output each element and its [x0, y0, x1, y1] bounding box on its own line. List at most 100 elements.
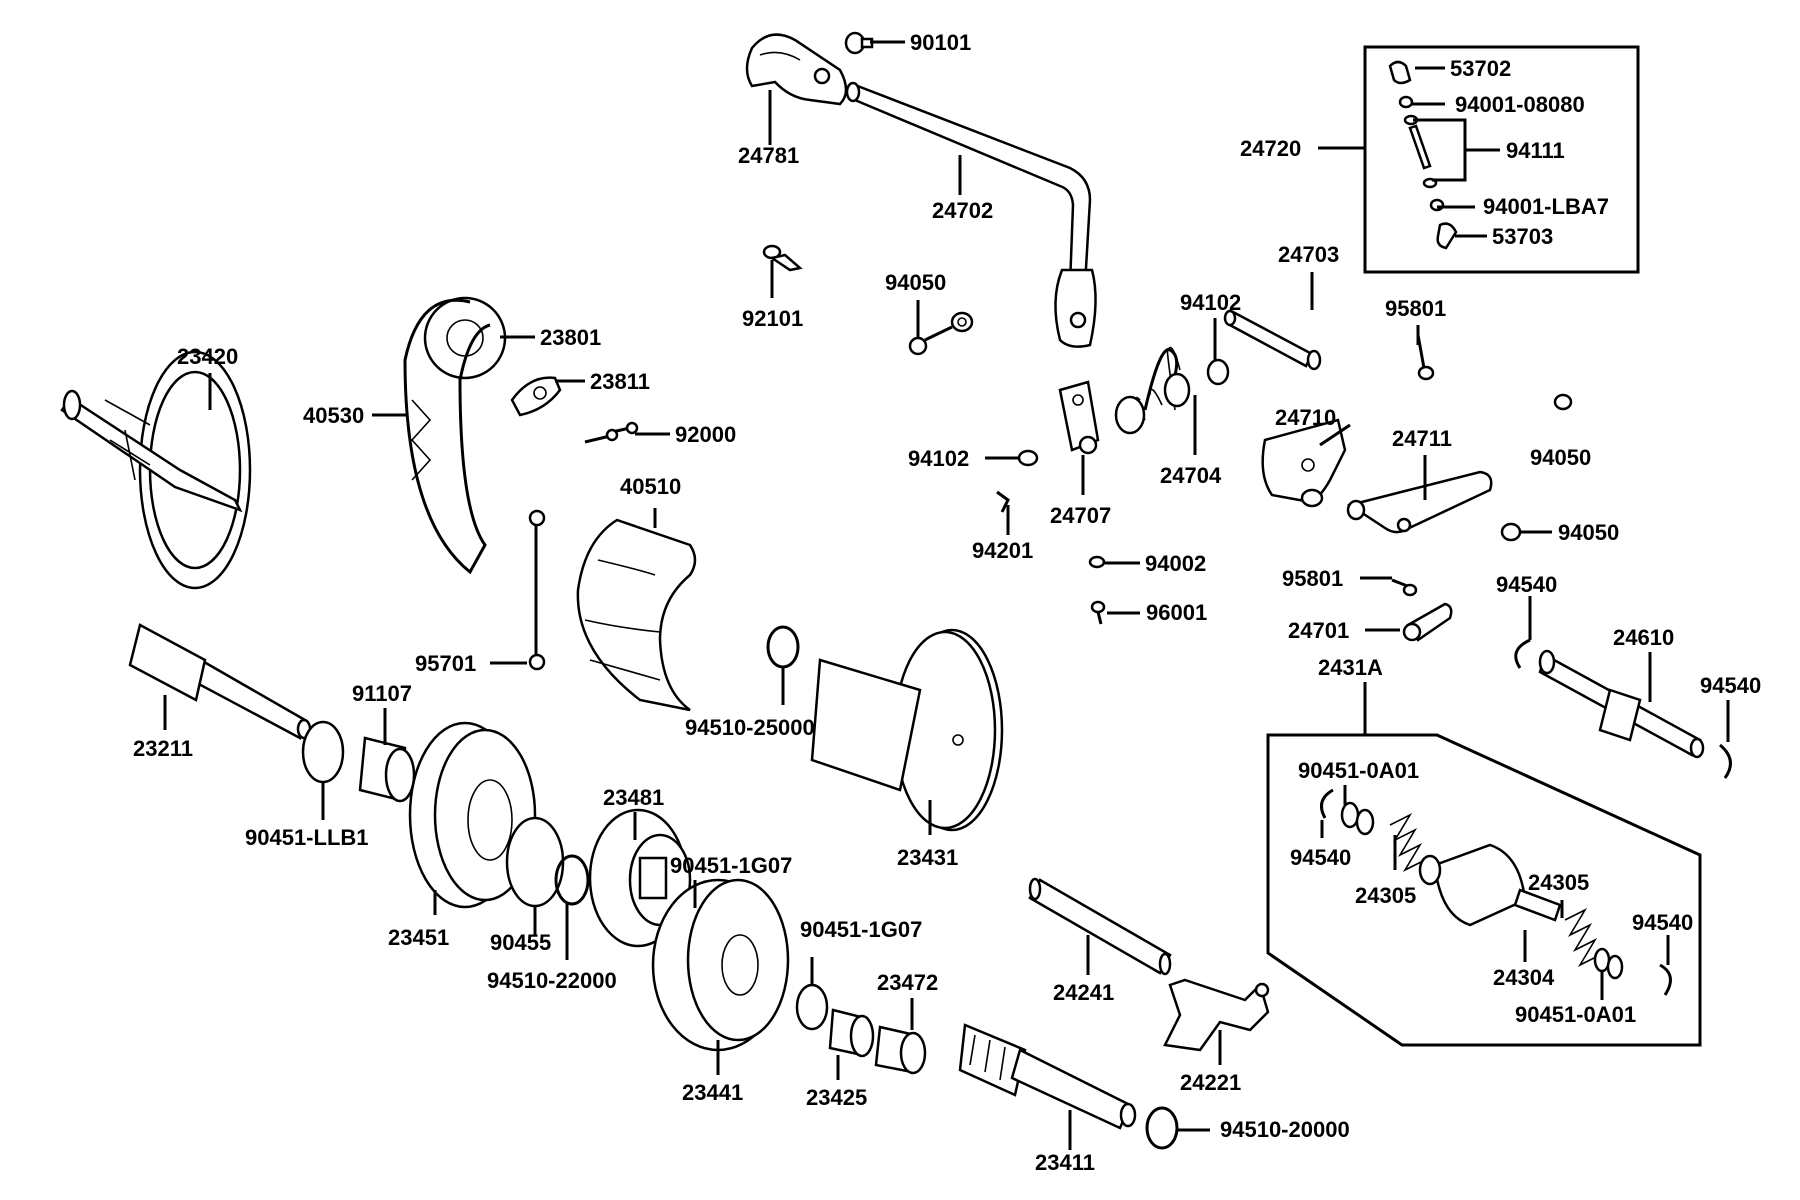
label-24241: 24241 [1053, 980, 1114, 1005]
part-24702-shape [845, 81, 1097, 348]
part-94050-b-shape [1553, 393, 1573, 411]
part-90451-1G07-b-shape [795, 983, 829, 1031]
label-24305-b: 24305 [1528, 870, 1589, 895]
label-24701: 24701 [1288, 618, 1349, 643]
part-24707-shape [1058, 380, 1100, 455]
label-90455: 90455 [490, 930, 551, 955]
part-90451-LLB1-shape [301, 720, 345, 784]
label-94510-22000: 94510-22000 [487, 968, 617, 993]
label-90451-LLB1: 90451-LLB1 [245, 825, 369, 850]
part-24241-shape [1028, 877, 1172, 976]
label-95701: 95701 [415, 651, 476, 676]
label-94001-LBA7: 94001-LBA7 [1483, 194, 1609, 219]
part-24704-shape [1114, 346, 1191, 435]
part-24304-shape [1418, 843, 1562, 927]
label-40510: 40510 [620, 474, 681, 499]
label-95801-a: 95801 [1385, 296, 1446, 321]
label-90451-0A01-b: 90451-0A01 [1515, 1002, 1636, 1027]
label-94002: 94002 [1145, 551, 1206, 576]
part-94102-b-shape [1017, 449, 1039, 467]
label-24704: 24704 [1160, 463, 1222, 488]
label-94540-c: 94540 [1290, 845, 1351, 870]
label-23801: 23801 [540, 325, 601, 350]
label-94050-a: 94050 [885, 270, 946, 295]
part-94050-a-shape [908, 311, 974, 356]
label-90451-1G07-b: 90451-1G07 [800, 917, 922, 942]
part-90451-0A01-b2-shape [1606, 954, 1624, 980]
label-2431A: 2431A [1318, 655, 1383, 680]
part-24221-shape [1163, 978, 1270, 1052]
part-94201-shape [996, 490, 1010, 513]
label-23481: 23481 [603, 785, 664, 810]
label-94201: 94201 [972, 538, 1033, 563]
inset-box-2431A [1266, 733, 1702, 1047]
label-91107: 91107 [352, 681, 412, 706]
part-23441-shape [651, 878, 790, 1052]
label-94540-d: 94540 [1632, 910, 1693, 935]
label-92101: 92101 [742, 306, 803, 331]
label-90451-1G07-a: 90451-1G07 [670, 853, 792, 878]
label-94102-b: 94102 [908, 446, 969, 471]
label-23420: 23420 [177, 344, 238, 369]
part-24701-shape [1402, 602, 1453, 642]
part-23420-shape [60, 350, 252, 590]
part-23211-shape [128, 623, 312, 740]
part-96001-shape [1090, 600, 1106, 625]
part-23431-shape [810, 628, 1004, 832]
label-94510-25000: 94510-25000 [685, 715, 815, 740]
part-23811-shape [510, 376, 562, 417]
part-94002-shape [1088, 555, 1106, 569]
part-23801-shape [423, 296, 507, 380]
label-92000: 92000 [675, 422, 736, 447]
label-24720: 24720 [1240, 136, 1301, 161]
label-40530: 40530 [303, 403, 364, 428]
part-90455-shape [505, 816, 565, 908]
part-94510-20000-shape [1145, 1106, 1179, 1150]
inset-box-24720 [1363, 45, 1640, 274]
label-23472: 23472 [877, 970, 938, 995]
label-96001: 96001 [1146, 600, 1207, 625]
label-24304: 24304 [1493, 965, 1555, 990]
part-24305-a-shape [1389, 813, 1426, 872]
part-92101-shape [762, 244, 803, 272]
label-95801-b: 95801 [1282, 566, 1343, 591]
label-24711: 24711 [1392, 426, 1452, 451]
part-90451-0A01-a2-shape [1355, 808, 1375, 836]
part-24710-shape [1261, 418, 1347, 508]
leader-lines [163, 40, 1730, 1150]
part-95701-shape [528, 509, 546, 671]
label-24703: 24703 [1278, 242, 1339, 267]
label-94111: 94111 [1506, 138, 1565, 163]
label-53703: 53703 [1492, 224, 1553, 249]
label-94102-a: 94102 [1180, 290, 1241, 315]
part-23425-shape [828, 1008, 875, 1058]
part-92000-shape [584, 421, 639, 444]
label-24221: 24221 [1180, 1070, 1241, 1095]
label-24610: 24610 [1613, 625, 1674, 650]
part-40530-shape [403, 298, 491, 575]
label-24707: 24707 [1050, 503, 1111, 528]
part-24720-assembly-shape [1388, 60, 1458, 250]
part-91107-shape [358, 736, 416, 803]
part-95801-b-shape [1391, 578, 1418, 597]
label-24781: 24781 [738, 143, 799, 168]
part-24781-shape [745, 33, 848, 106]
part-94050-c-shape [1500, 522, 1522, 542]
part-90101-shape [844, 31, 874, 55]
label-94050-b: 94050 [1530, 445, 1591, 470]
label-90451-0A01-a: 90451-0A01 [1298, 758, 1419, 783]
part-23472-shape [874, 1025, 927, 1075]
label-23811: 23811 [590, 369, 650, 394]
part-24305-b-shape [1564, 908, 1601, 967]
label-53702: 53702 [1450, 56, 1511, 81]
part-94510-22000-shape [554, 854, 590, 906]
part-94540-d-shape [1659, 963, 1672, 996]
part-94540-c-shape [1319, 788, 1334, 819]
label-94050-c: 94050 [1558, 520, 1619, 545]
part-23481-shape [588, 808, 692, 948]
part-90451-0A01-a-shape [1340, 801, 1360, 829]
label-94001-08080: 94001-08080 [1455, 92, 1585, 117]
part-24703-shape [1223, 309, 1322, 371]
label-24710: 24710 [1275, 405, 1336, 430]
